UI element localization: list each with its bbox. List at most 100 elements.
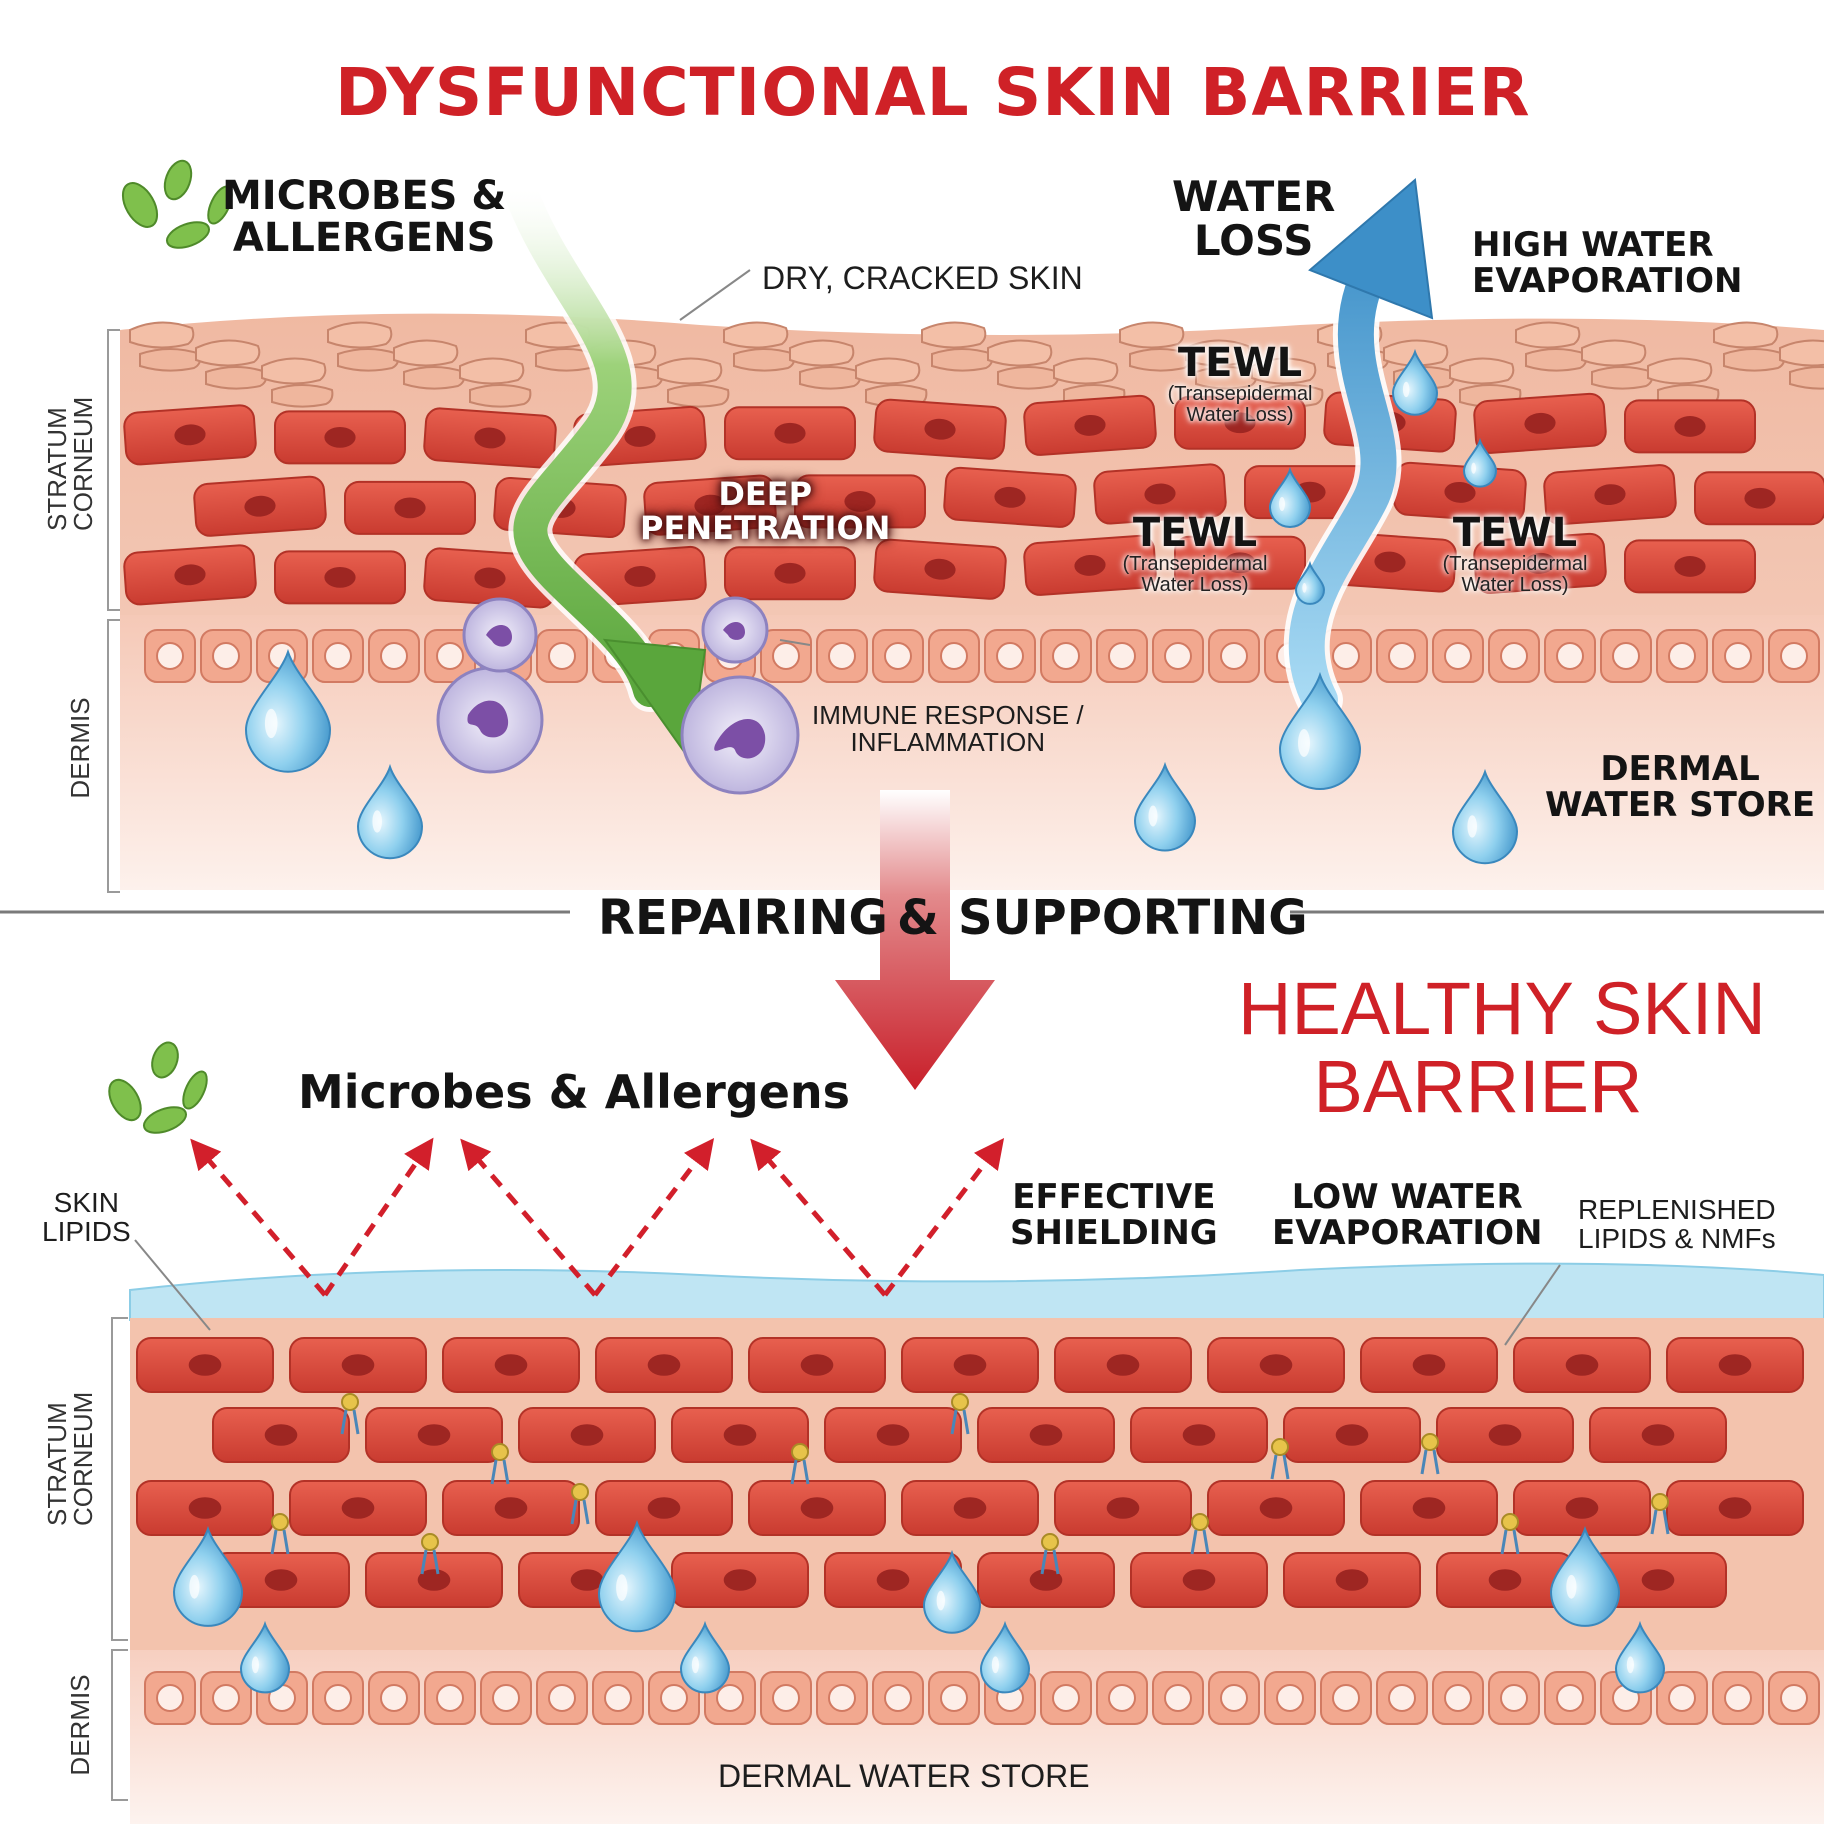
corneocyte (643, 474, 777, 536)
immune-cell (462, 597, 538, 673)
skin-flake (1789, 366, 1824, 390)
dry-leader-line (679, 269, 751, 321)
corneocyte (1054, 1480, 1192, 1536)
lipid-molecule (791, 1443, 809, 1461)
top-dermis-side-label: DERMIS (65, 697, 95, 799)
skin-flake (657, 357, 723, 385)
skin-flake (337, 348, 400, 372)
corneocyte (136, 1480, 274, 1536)
lipid-molecule (1501, 1513, 1519, 1531)
skin-flake (1449, 357, 1515, 385)
corneocyte (1023, 394, 1157, 456)
ampersand-label: & (897, 890, 939, 946)
corneocyte (344, 480, 476, 535)
corneocyte (977, 1552, 1115, 1608)
lipid-molecule (951, 1393, 969, 1411)
water-drop-icon (1133, 761, 1197, 852)
water-drop-icon (1391, 348, 1439, 416)
lipid-molecule (421, 1533, 439, 1551)
water-drop-icon (172, 1525, 244, 1627)
microbes-bottom-label: Microbes & Allergens (298, 1065, 851, 1119)
water-drop-icon (239, 1620, 291, 1694)
skin-flake (799, 366, 862, 390)
skin-flake (1525, 348, 1588, 372)
lipid-molecule (1651, 1493, 1669, 1511)
skin-flake (667, 384, 730, 408)
skin-flake (1515, 321, 1581, 349)
immune-cells (436, 596, 811, 795)
corneocyte (873, 398, 1007, 460)
corneocyte (1023, 534, 1157, 596)
skin-flake (1581, 339, 1647, 367)
corneocyte (1283, 1407, 1421, 1463)
repairing-label: REPAIRING (598, 890, 888, 946)
immune-leader-line (779, 639, 811, 646)
skin-flake (469, 384, 532, 408)
skin-flake (1647, 357, 1713, 385)
lipid-molecule (341, 1393, 359, 1411)
skin-flake (855, 357, 921, 385)
corneocyte (1054, 1337, 1192, 1393)
corneocyte (212, 1407, 350, 1463)
tewl-label-3: TEWL (Transepidermal Water Loss) (1442, 510, 1588, 596)
corneocyte (901, 1480, 1039, 1536)
corneocyte (794, 474, 926, 529)
skin-flake (261, 357, 327, 385)
skin-flake (997, 366, 1060, 390)
corneocyte (193, 475, 327, 537)
corneocyte (1666, 1480, 1804, 1536)
skin-lipids-leader (134, 1239, 211, 1331)
corneocyte (136, 1337, 274, 1393)
corneocyte (274, 410, 406, 465)
corneocyte (1624, 539, 1756, 594)
water-drop-icon (597, 1519, 677, 1633)
corneocyte (1130, 1552, 1268, 1608)
corneocyte (671, 1552, 809, 1608)
corneocyte (824, 1407, 962, 1463)
skin-flake (1053, 357, 1119, 385)
corneocyte (1360, 1480, 1498, 1536)
corneocyte (1513, 1480, 1651, 1536)
water-drop-icon (922, 1549, 982, 1634)
corneocyte (901, 1337, 1039, 1393)
water-drop-icon (1278, 671, 1362, 790)
corneocyte (274, 550, 406, 605)
skin-flake (129, 321, 195, 349)
microbes-label: MICROBES &ALLERGENS (222, 173, 507, 261)
corneocyte (442, 1337, 580, 1393)
top-dermis-bracket (107, 619, 120, 893)
lipid-molecule (1191, 1513, 1209, 1531)
corneocyte (1473, 532, 1607, 594)
corneocyte (1473, 392, 1607, 454)
deflection-arrows (190, 1137, 1005, 1297)
bacteria-icon (121, 159, 233, 249)
corneocyte (289, 1480, 427, 1536)
skin-flake (789, 339, 855, 367)
water-drop-icon (356, 763, 424, 860)
corneocyte (1694, 471, 1824, 526)
skin-flake (459, 357, 525, 385)
corneocyte (1589, 1552, 1727, 1608)
tewl-label-1: TEWL (Transepidermal Water Loss) (1167, 340, 1313, 426)
bacteria-icon (108, 1041, 208, 1134)
top-water-drops (244, 348, 1519, 865)
supporting-label: SUPPORTING (958, 890, 1308, 946)
corneocyte (1174, 395, 1306, 450)
skin-flake (1251, 357, 1317, 385)
skin-flake (1713, 321, 1779, 349)
lipid-molecule (571, 1483, 589, 1501)
corneocyte (595, 1337, 733, 1393)
corneocyte (423, 407, 557, 469)
corneocyte (748, 1337, 886, 1393)
bottom-dermis-side-label: DERMIS (65, 1674, 95, 1776)
immune-response-label: IMMUNE RESPONSE /INFLAMMATION (812, 700, 1084, 758)
corneocyte (1666, 1337, 1804, 1393)
top-title: DYSFUNCTIONAL SKIN BARRIER (335, 54, 1531, 131)
corneocyte (442, 1480, 580, 1536)
water-drop-icon (1549, 1525, 1621, 1627)
